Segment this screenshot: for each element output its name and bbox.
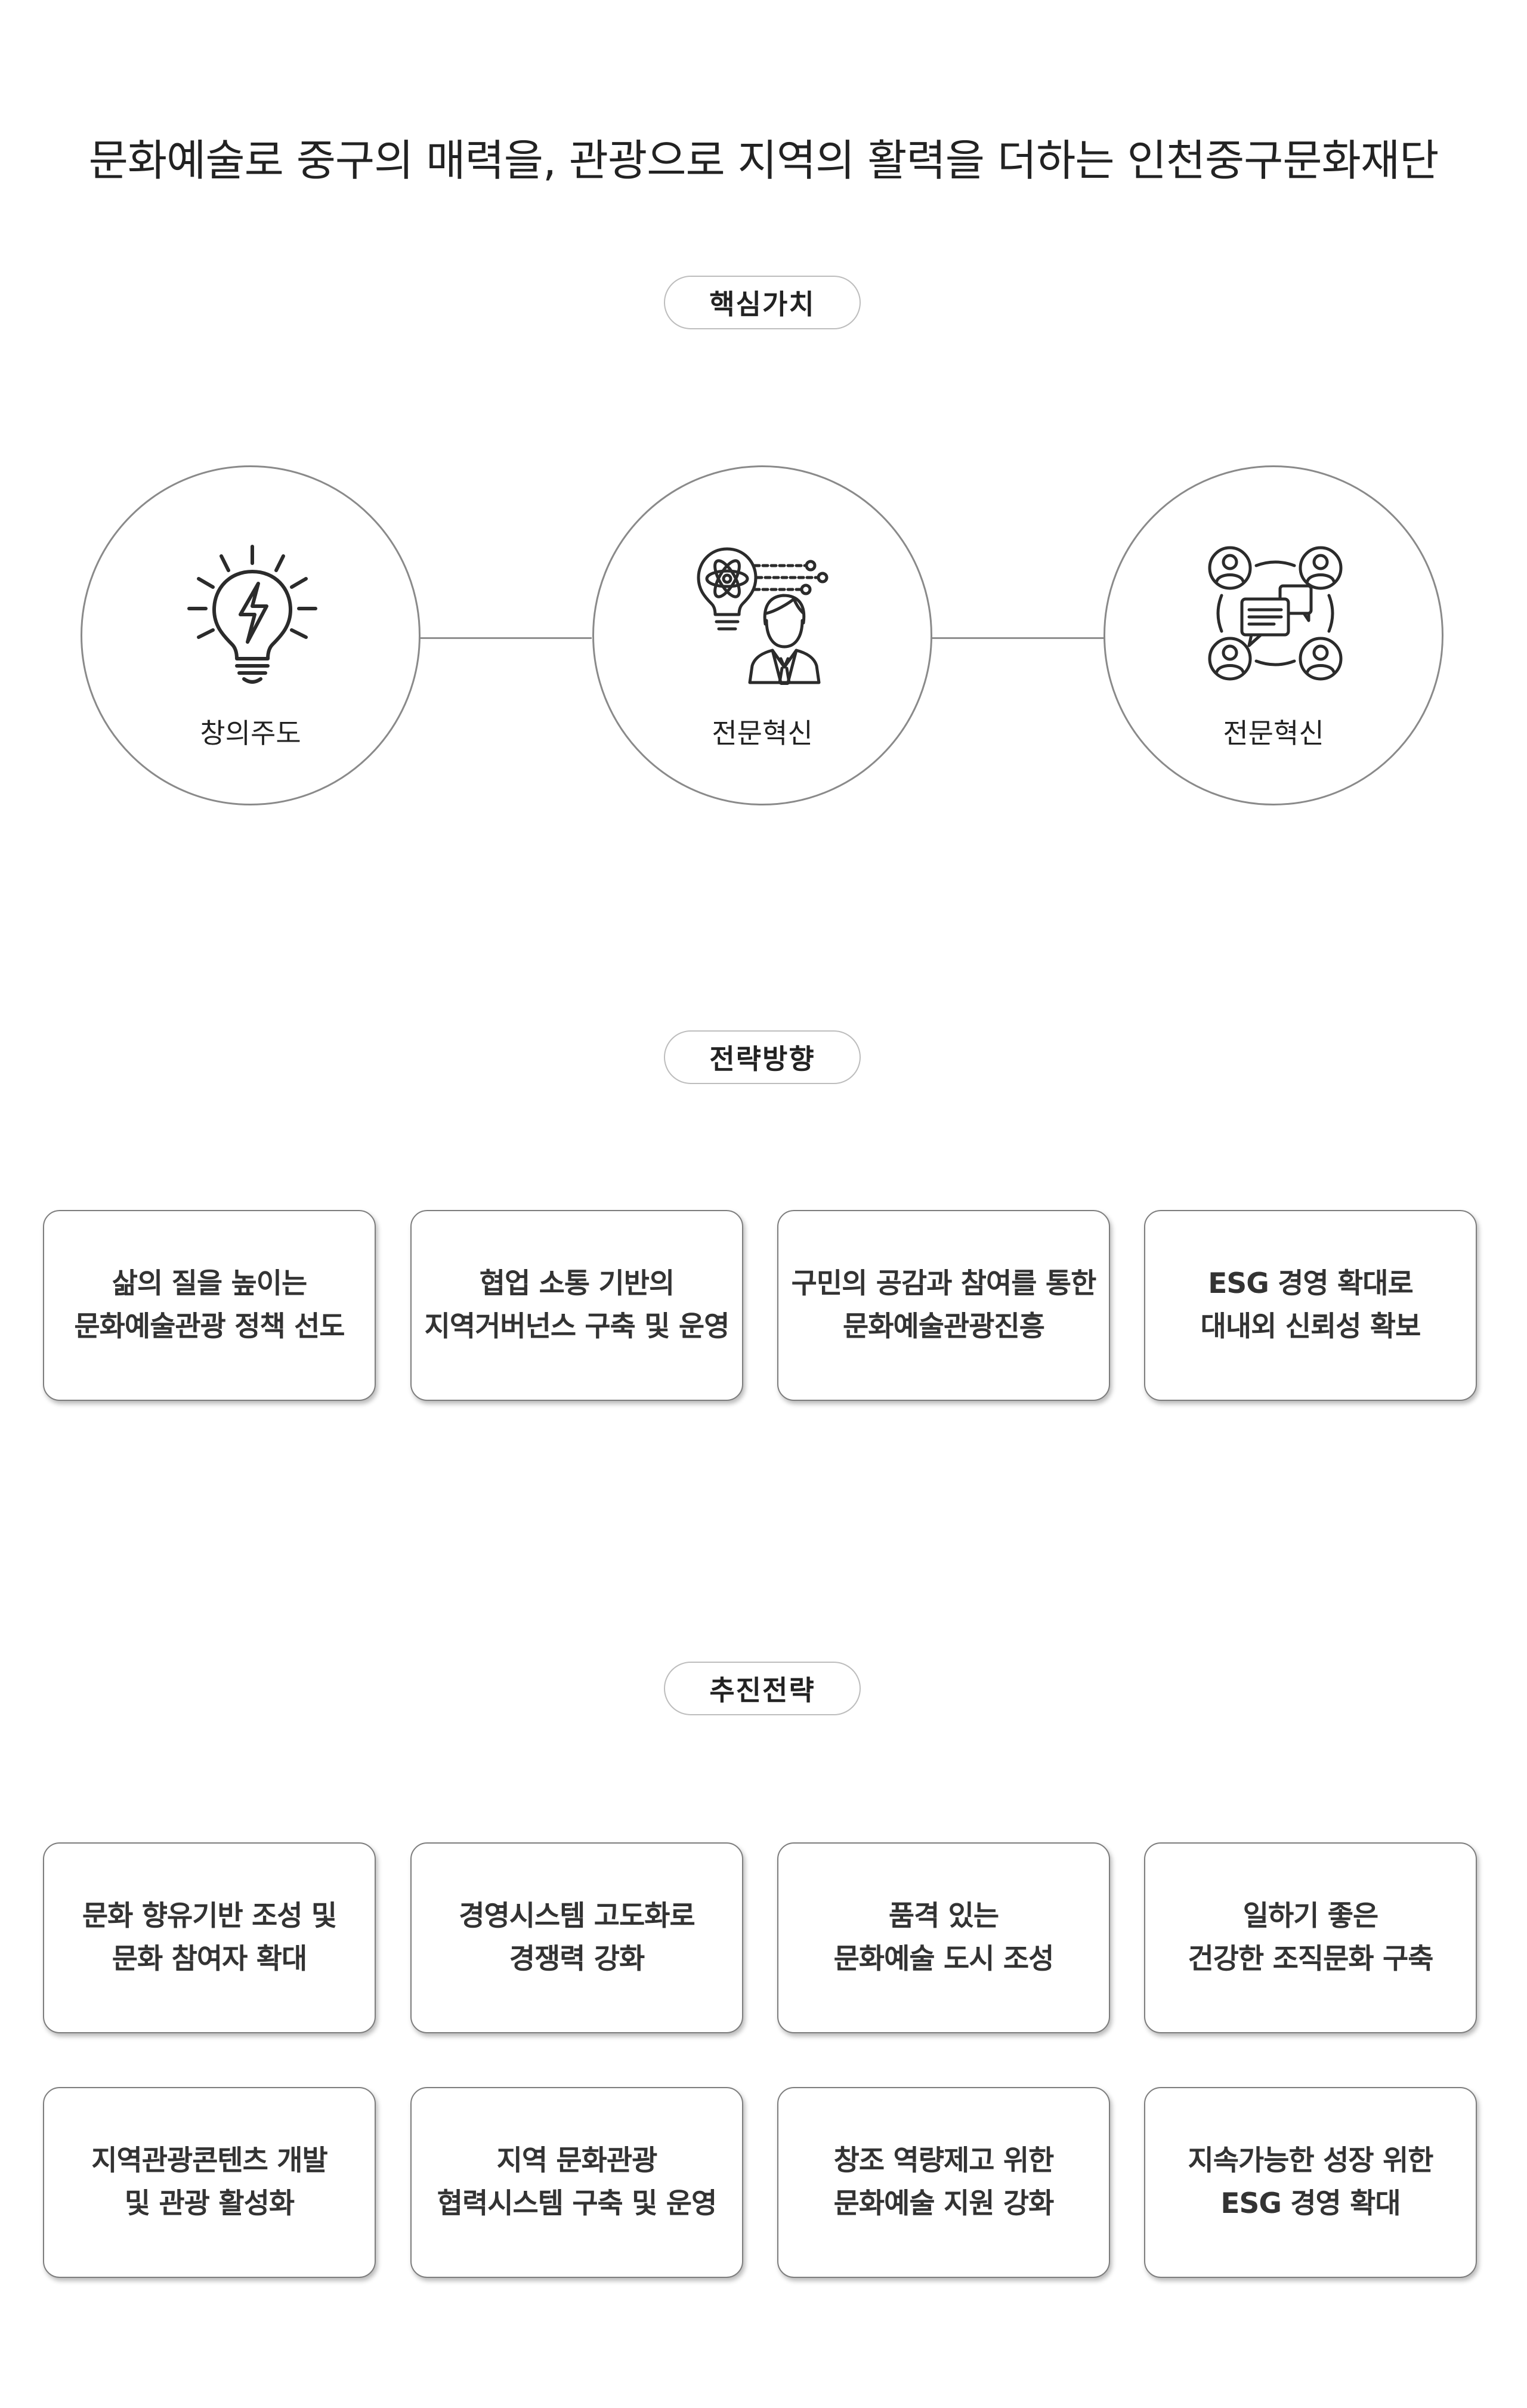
core-values-title: 핵심가치 (664, 276, 861, 329)
promotion-strategy-card: 지역 문화관광 협력시스템 구축 및 운영 (410, 2087, 743, 2278)
card-line: ESG 경영 확대로 (1208, 1267, 1413, 1300)
card-line: 대내외 신뢰성 확보 (1200, 1310, 1421, 1343)
card-line: 구민의 공감과 참여를 통한 (791, 1267, 1097, 1300)
card-line: 일하기 좋은 (1242, 1900, 1379, 1932)
card-line: 건강한 조직문화 구축 (1188, 1943, 1434, 1975)
core-value-label: 전문혁신 (1223, 717, 1324, 749)
promotion-strategy-card: 경영시스템 고도화로 경쟁력 강화 (410, 1842, 743, 2033)
promotion-strategy-card: 지속가능한 성장 위한 ESG 경영 확대 (1144, 2087, 1477, 2278)
core-values-section: 창의주도 전문혁신 (0, 465, 1527, 811)
card-line: ESG 경영 확대 (1220, 2187, 1401, 2220)
core-value-label: 창의주도 (200, 717, 301, 749)
strategy-direction-card: ESG 경영 확대로 대내외 신뢰성 확보 (1144, 1210, 1477, 1401)
promotion-strategies-title: 추진전략 (664, 1662, 861, 1715)
page-headline: 문화예술로 중구의 매력을, 관광으로 지역의 활력을 더하는 인천중구문화재단 (88, 135, 1439, 186)
connector-line (419, 637, 592, 639)
card-line: 창조 역량제고 위한 (833, 2144, 1055, 2177)
card-line: 협력시스템 구축 및 운영 (437, 2187, 717, 2220)
promotion-strategy-card: 창조 역량제고 위한 문화예술 지원 강화 (777, 2087, 1110, 2278)
core-value-expertise: 전문혁신 (592, 465, 932, 805)
card-line: 지역거버넌스 구축 및 운영 (424, 1310, 730, 1343)
lightbulb-atom-businessman-icon (697, 547, 829, 685)
core-value-collaboration: 전문혁신 (1103, 465, 1443, 805)
card-line: 문화예술 지원 강화 (833, 2187, 1055, 2220)
card-line: 협업 소통 기반의 (479, 1267, 675, 1300)
card-line: 경쟁력 강화 (509, 1943, 645, 1975)
promotion-strategy-card: 품격 있는 문화예술 도시 조성 (777, 1842, 1110, 2033)
card-line: 및 관광 활성화 (124, 2187, 295, 2220)
card-line: 지역 문화관광 (496, 2144, 658, 2177)
strategy-direction-card: 삶의 질을 높이는 문화예술관광 정책 선도 (43, 1210, 376, 1401)
card-line: 문화예술관광 정책 선도 (74, 1310, 345, 1343)
core-value-creative: 창의주도 (81, 465, 421, 805)
card-line: 문화 향유기반 조성 및 (82, 1900, 337, 1932)
card-line: 문화예술 도시 조성 (833, 1943, 1055, 1975)
core-value-label: 전문혁신 (712, 717, 813, 749)
people-network-chat-icon (1208, 546, 1343, 681)
promotion-strategy-card: 지역관광콘텐츠 개발 및 관광 활성화 (43, 2087, 376, 2278)
promotion-strategy-card: 일하기 좋은 건강한 조직문화 구축 (1144, 1842, 1477, 2033)
card-line: 경영시스템 고도화로 (459, 1900, 696, 1932)
promotion-strategy-card: 문화 향유기반 조성 및 문화 참여자 확대 (43, 1842, 376, 2033)
lightbulb-lightning-icon (187, 545, 317, 684)
strategy-directions-title: 전략방향 (664, 1030, 861, 1084)
card-line: 지속가능한 성장 위한 (1188, 2144, 1434, 2177)
card-line: 문화예술관광진흥 (843, 1310, 1045, 1343)
card-line: 문화 참여자 확대 (112, 1943, 307, 1975)
card-line: 품격 있는 (888, 1900, 999, 1932)
strategy-direction-card: 협업 소통 기반의 지역거버넌스 구축 및 운영 (410, 1210, 743, 1401)
strategy-direction-card: 구민의 공감과 참여를 통한 문화예술관광진흥 (777, 1210, 1110, 1401)
connector-line (932, 637, 1104, 639)
card-line: 삶의 질을 높이는 (112, 1267, 307, 1300)
card-line: 지역관광콘텐츠 개발 (91, 2144, 328, 2177)
